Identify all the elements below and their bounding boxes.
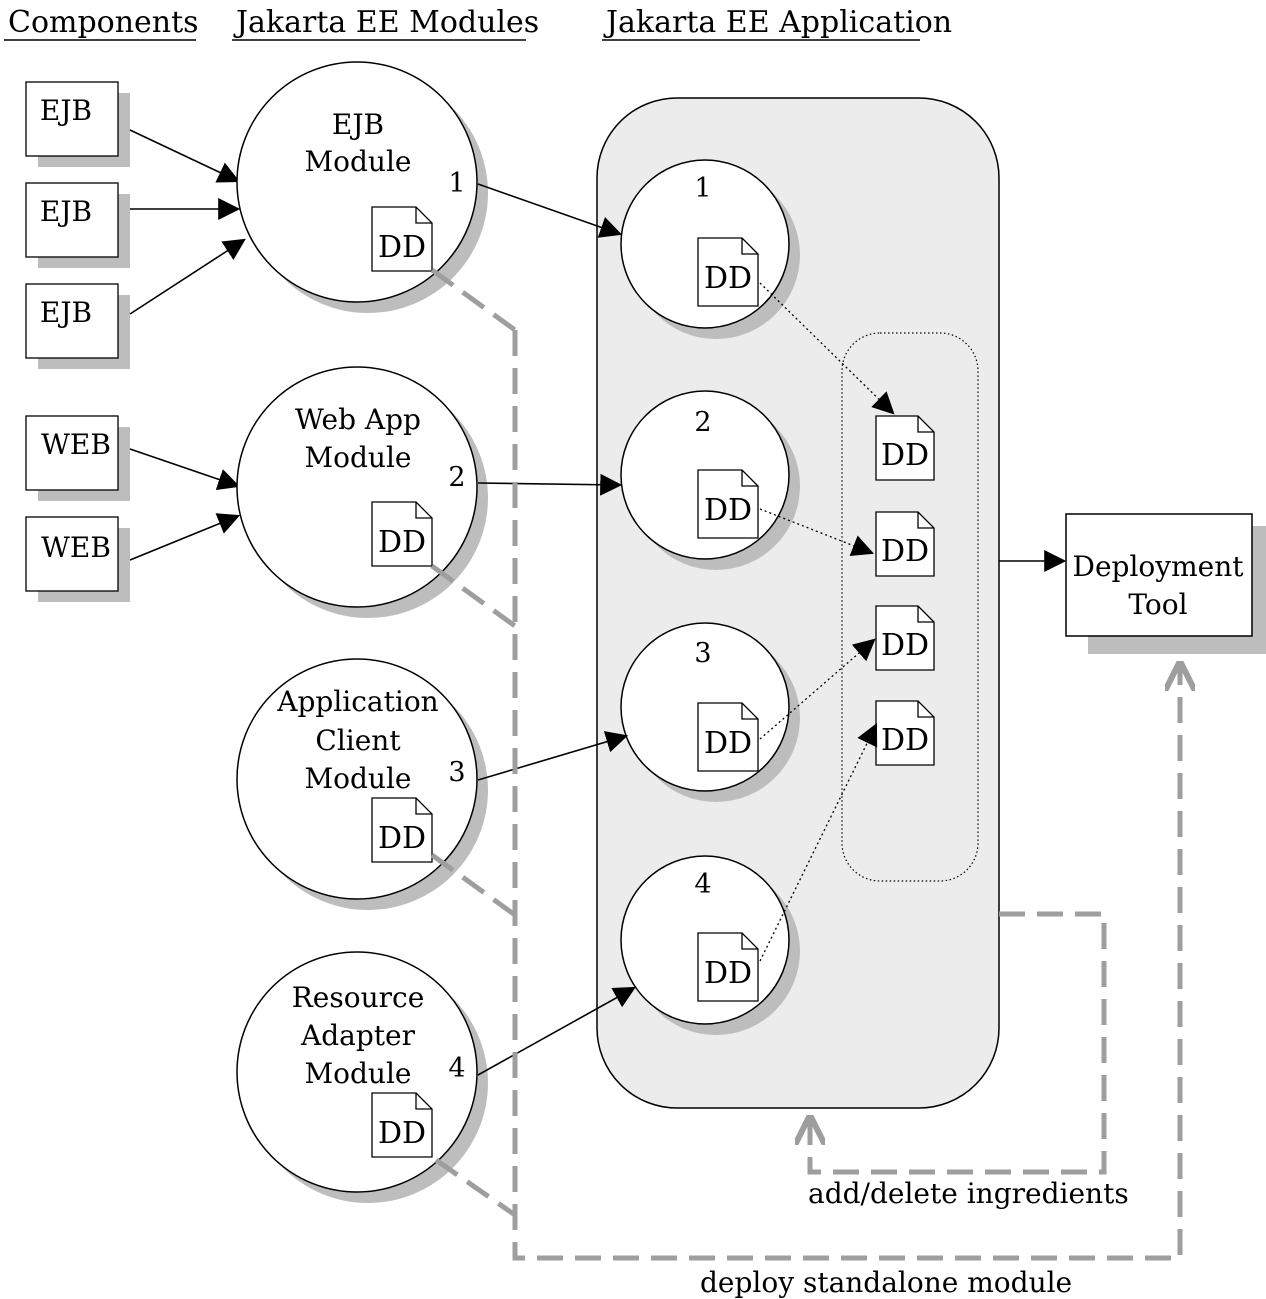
collected-dd-4: DD: [875, 700, 935, 766]
dashed-module-connectors: [430, 267, 517, 1218]
dd-label: DD: [378, 821, 426, 856]
module-title-line: Module: [304, 762, 411, 795]
dd-label: DD: [881, 534, 929, 569]
deployment-tool-label: Tool: [1128, 588, 1187, 621]
deployment-descriptor-icon: DD: [371, 206, 433, 272]
dd-group-container: [841, 332, 979, 882]
module-resource-adapter: Resource Adapter Module 4 DD: [236, 951, 488, 1203]
dotted-arrow-dd1: [759, 282, 895, 415]
arrow-module1-to-app: [477, 183, 623, 238]
component-web-2: WEB: [25, 516, 130, 602]
module-number: 4: [448, 1053, 465, 1084]
deploy-standalone-path: [512, 330, 1180, 1261]
dd-label: DD: [378, 1116, 426, 1151]
add-delete-path: [810, 911, 1107, 1175]
deployment-tool: Deployment Tool: [1065, 513, 1266, 654]
arrow-web2-to-module: [129, 513, 241, 561]
app-module-2: 2 DD: [620, 390, 800, 570]
component-label: WEB: [41, 428, 111, 461]
arrow-ejb3-to-module: [129, 238, 246, 315]
header-components: Components: [8, 5, 199, 40]
app-module-1: 1 DD: [620, 159, 800, 339]
dd-label: DD: [881, 628, 929, 663]
collected-dd-3: DD: [875, 605, 935, 671]
module-web-app: Web App Module 2 DD: [236, 366, 488, 618]
component-label: EJB: [40, 195, 92, 228]
component-ejb-3: EJB: [25, 283, 130, 369]
deployment-descriptor-icon: DD: [697, 932, 759, 1002]
component-label: EJB: [40, 94, 92, 127]
deployment-descriptor-icon: DD: [371, 501, 433, 567]
module-title-line: Module: [304, 145, 411, 178]
module-title-line: Module: [304, 441, 411, 474]
component-label: EJB: [40, 296, 92, 329]
deployment-descriptor-icon: DD: [697, 237, 759, 307]
module-title-line: Application: [276, 685, 438, 718]
application-container: [596, 97, 1000, 1109]
arrow-ejb1-to-module: [129, 129, 240, 183]
module-application-client: Application Client Module 3 DD: [236, 658, 488, 910]
dd-label: DD: [704, 261, 752, 296]
module-title-line: Module: [304, 1057, 411, 1090]
caption-deploy-standalone: deploy standalone module: [700, 1266, 1072, 1299]
app-module-4: 4 DD: [620, 855, 800, 1035]
app-module-number: 1: [694, 173, 711, 204]
module-title-line: Resource: [292, 981, 425, 1014]
dotted-arrow-dd3: [759, 638, 876, 740]
dd-label: DD: [881, 438, 929, 473]
dd-label: DD: [378, 230, 426, 265]
arrow-web1-to-module: [129, 448, 241, 490]
arrow-module4-to-app: [477, 986, 636, 1076]
module-title-line: Client: [315, 724, 401, 757]
dd-label: DD: [704, 493, 752, 528]
header-modules: Jakarta EE Modules: [233, 5, 539, 40]
deployment-tool-label: Deployment: [1073, 550, 1245, 583]
dd-label: DD: [378, 525, 426, 560]
dd-label: DD: [704, 956, 752, 991]
module-title-line: EJB: [332, 108, 384, 141]
collected-dd-2: DD: [875, 511, 935, 577]
module-number: 3: [448, 757, 465, 788]
dotted-arrow-dd4: [759, 723, 878, 962]
app-module-number: 4: [694, 869, 711, 900]
deployment-descriptor-icon: DD: [371, 797, 433, 863]
deployment-descriptor-icon: DD: [697, 469, 759, 539]
module-ejb: EJB Module 1 DD: [236, 61, 488, 313]
module-number: 2: [448, 462, 465, 493]
dd-label: DD: [881, 723, 929, 758]
app-module-number: 3: [694, 638, 711, 669]
arrow-module3-to-app: [477, 731, 629, 781]
dotted-arrow-dd2: [759, 508, 875, 556]
header-application: Jakarta EE Application: [603, 5, 952, 40]
component-label: WEB: [41, 531, 111, 564]
dd-label: DD: [704, 726, 752, 761]
module-number: 1: [448, 168, 465, 199]
app-module-number: 2: [694, 407, 711, 438]
app-module-3: 3 DD: [620, 622, 800, 802]
module-title-line: Adapter: [300, 1019, 416, 1052]
deployment-descriptor-icon: DD: [371, 1092, 433, 1158]
caption-add-delete: add/delete ingredients: [808, 1177, 1129, 1210]
collected-dd-1: DD: [875, 415, 935, 481]
arrow-module2-to-app: [477, 473, 623, 496]
component-ejb-1: EJB: [25, 81, 130, 167]
deployment-descriptor-icon: DD: [697, 702, 759, 772]
component-ejb-2: EJB: [25, 182, 130, 268]
module-title-line: Web App: [295, 403, 421, 436]
component-web-1: WEB: [25, 415, 130, 501]
